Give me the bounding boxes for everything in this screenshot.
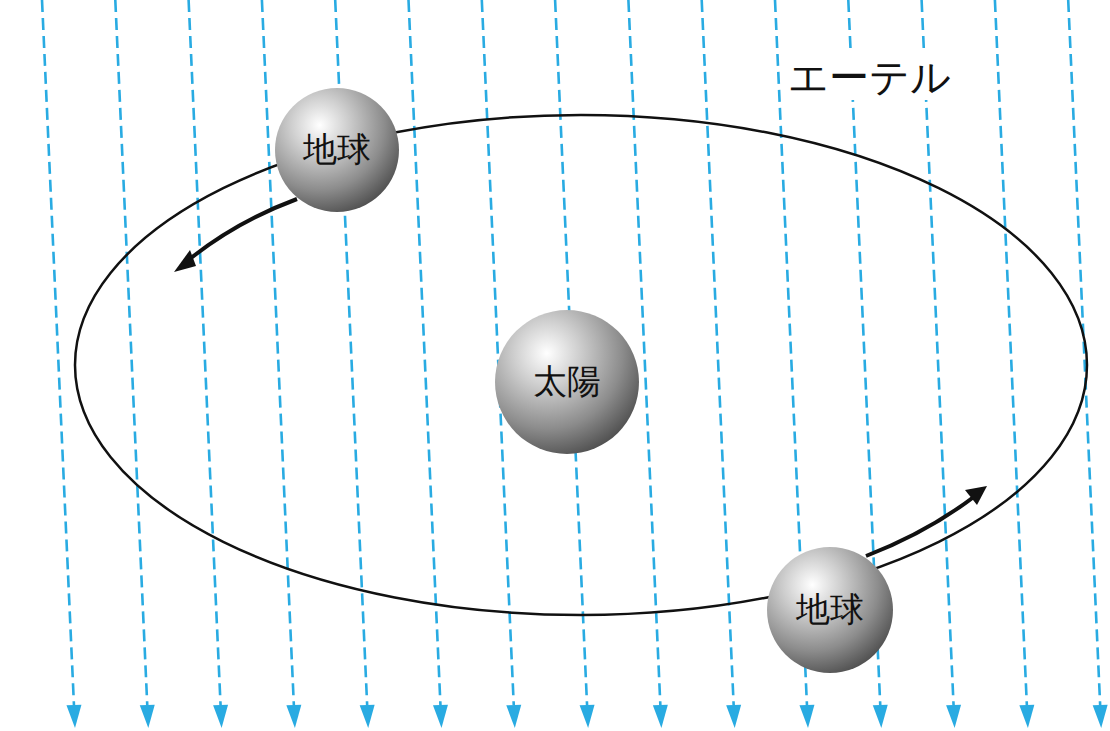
aether-arrowhead	[946, 705, 961, 728]
sphere-fill	[275, 88, 399, 212]
aether-line	[702, 0, 734, 705]
sphere-fill	[767, 547, 893, 673]
orbit-direction-arrow	[186, 199, 297, 262]
aether-line	[115, 0, 147, 705]
sphere-label: 太陽	[494, 363, 640, 400]
sphere-fill	[495, 310, 639, 454]
aether-arrowhead	[213, 705, 228, 728]
aether-arrowhead	[1019, 705, 1034, 728]
sun-sphere: 太陽	[494, 309, 640, 455]
aether-line	[42, 0, 74, 705]
sphere-label: 地球	[766, 591, 894, 628]
aether-flow	[42, 0, 1108, 728]
aether-arrowhead	[433, 705, 448, 728]
aether-arrowhead	[506, 705, 521, 728]
orbit-direction-arrow	[866, 496, 975, 556]
orbit-ellipse	[75, 115, 1087, 615]
aether-line	[922, 0, 954, 705]
aether-arrowhead	[726, 705, 741, 728]
aether-line	[1068, 0, 1100, 705]
aether-arrowhead	[1093, 705, 1108, 728]
aether-line	[409, 0, 441, 705]
sphere-label: 地球	[274, 131, 400, 168]
earth-sphere: 地球	[766, 546, 894, 674]
aether-arrowhead	[360, 705, 375, 728]
medium-label: エーテル	[784, 54, 955, 100]
aether-arrowhead	[580, 705, 595, 728]
aether-line	[189, 0, 221, 705]
aether-arrowhead	[873, 705, 888, 728]
aether-arrowhead	[653, 705, 668, 728]
aether-arrowhead	[286, 705, 301, 728]
aether-line	[262, 0, 294, 705]
aether-arrowhead	[799, 705, 814, 728]
orbit-arrowhead	[174, 250, 196, 272]
aether-arrowhead	[66, 705, 81, 728]
aether-arrowhead	[140, 705, 155, 728]
aether-line	[995, 0, 1027, 705]
aether-line	[628, 0, 660, 705]
orbit-arrowhead	[965, 486, 987, 505]
earth-sphere: 地球	[274, 87, 400, 213]
